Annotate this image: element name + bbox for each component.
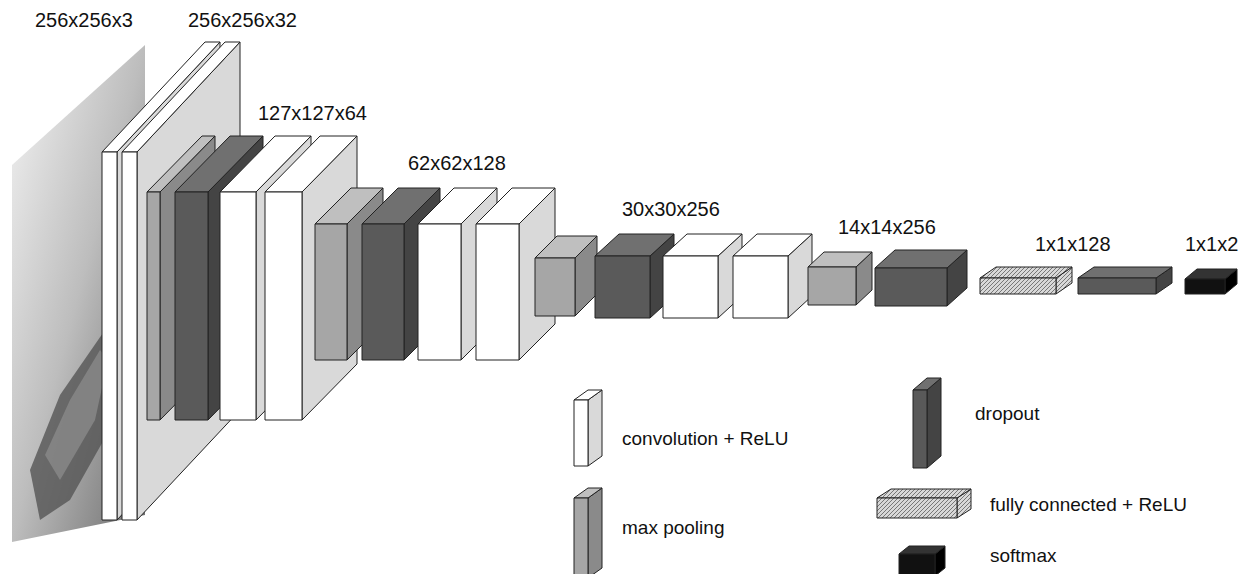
conv-layer-block — [265, 136, 357, 420]
block-top — [733, 234, 812, 256]
block-front — [418, 224, 461, 360]
dimension-label: 256x256x32 — [188, 9, 297, 32]
legend-swatch — [899, 546, 945, 574]
legend-text: dropout — [975, 403, 1039, 425]
dimension-label: 256x256x3 — [35, 9, 133, 32]
block-front — [1078, 278, 1156, 294]
legend-swatch — [913, 378, 941, 468]
block-top — [1078, 267, 1172, 278]
block-side — [588, 390, 602, 466]
block-top — [265, 136, 357, 192]
drop-layer-block — [595, 234, 674, 318]
block-front — [913, 390, 927, 468]
legend-swatch — [877, 489, 971, 518]
block-top — [808, 252, 872, 267]
block-front — [315, 224, 347, 360]
block-front — [663, 256, 718, 318]
block-top — [574, 488, 602, 498]
input-photo — [12, 45, 145, 542]
dimension-label: 1x1x128 — [1035, 233, 1111, 256]
block-front — [595, 256, 650, 318]
block-front — [875, 268, 947, 306]
fc-layer-block — [980, 267, 1072, 294]
block-top — [1185, 269, 1237, 279]
block-top — [663, 234, 742, 256]
block-front — [476, 224, 519, 360]
block-front — [362, 224, 404, 360]
block-front — [175, 192, 208, 420]
dimension-label: 30x30x256 — [622, 198, 720, 221]
block-front — [535, 258, 575, 316]
pool-layer-block — [808, 252, 872, 305]
block-front — [899, 554, 935, 574]
block-front — [147, 192, 160, 420]
block-front — [877, 498, 957, 518]
block-top — [913, 378, 941, 390]
block-side — [927, 378, 941, 468]
conv-layer-block — [663, 234, 742, 318]
pool-layer-block — [535, 236, 597, 316]
legend-text: max pooling — [622, 517, 724, 539]
dimension-label: 62x62x128 — [408, 152, 506, 175]
block-top — [122, 42, 240, 152]
legend-text: softmax — [990, 545, 1057, 567]
block-front — [980, 278, 1056, 294]
block-front — [1185, 279, 1225, 294]
dimension-label: 1x1x2 — [1185, 233, 1238, 256]
block-top — [595, 234, 674, 256]
block-top — [980, 267, 1072, 278]
block-top — [899, 546, 945, 554]
block-front — [220, 192, 256, 420]
block-front — [265, 192, 302, 420]
block-top — [476, 188, 555, 224]
layer-blocks — [102, 42, 1237, 520]
dimension-label: 14x14x256 — [838, 216, 936, 239]
legend-text: convolution + ReLU — [622, 428, 788, 450]
block-front — [102, 152, 117, 520]
block-front — [574, 498, 588, 574]
drop-layer-block — [875, 250, 967, 306]
block-front — [733, 256, 788, 318]
block-front — [122, 152, 137, 520]
soft-layer-block — [1185, 269, 1237, 294]
legend-swatches — [574, 378, 971, 574]
conv-layer-block — [733, 234, 812, 318]
block-top — [877, 489, 971, 498]
block-top — [535, 236, 597, 258]
block-top — [875, 250, 967, 268]
block-side — [588, 488, 602, 574]
block-front — [574, 400, 588, 466]
dimension-label: 127x127x64 — [258, 102, 367, 125]
block-front — [808, 267, 856, 305]
block-top — [574, 390, 602, 400]
drop-layer-block — [1078, 267, 1172, 294]
legend-text: fully connected + ReLU — [990, 494, 1187, 516]
legend-swatch — [574, 488, 602, 574]
legend-swatch — [574, 390, 602, 466]
